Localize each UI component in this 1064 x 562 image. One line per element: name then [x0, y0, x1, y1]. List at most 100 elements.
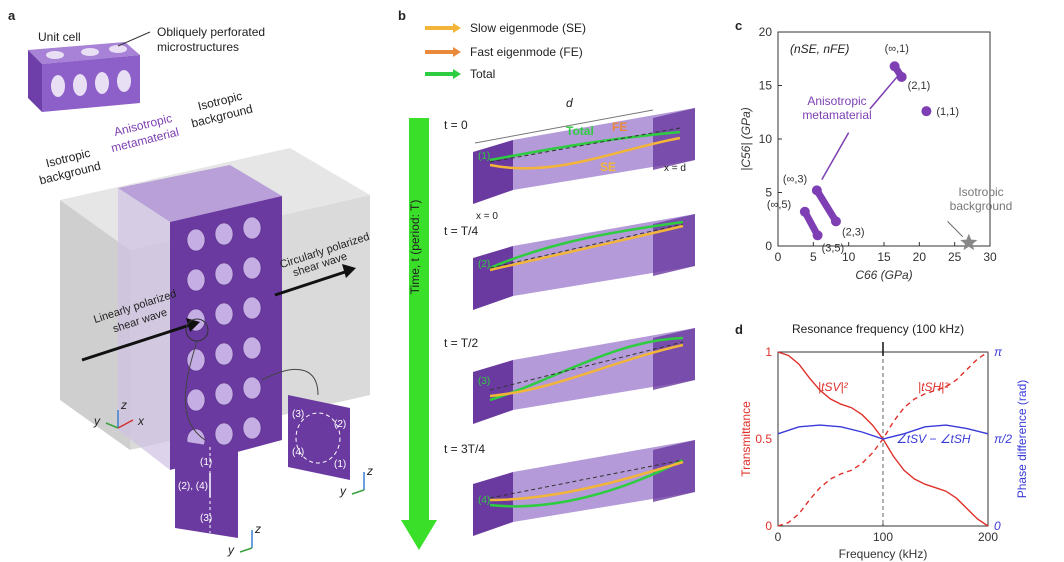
inset-right-p4: (4) — [292, 447, 305, 458]
data-point-5 — [799, 206, 810, 217]
x0-label: x = 0 — [476, 211, 498, 222]
marker-label-2: (2) — [478, 259, 491, 270]
chart-c-iso-1: Isotropic — [958, 185, 1004, 199]
xd-label: x = d — [664, 163, 686, 174]
d-y2-tick-label-0: π — [994, 345, 1003, 359]
series-line-2 — [777, 424, 989, 440]
chart-d-ylabel-right: Phase difference (rad) — [1015, 380, 1029, 499]
d-label: d — [566, 96, 573, 110]
background-star — [960, 233, 978, 251]
data-point-label-5: (∞,5) — [767, 199, 791, 211]
d-x-tick-label-1: 100 — [873, 530, 893, 544]
data-point-6 — [812, 230, 823, 241]
chart-c-xlabel: C66 (GPa) — [855, 268, 912, 282]
d-y2-tick-label-1: π/2 — [994, 432, 1012, 446]
perforated-label-2: microstructures — [157, 40, 240, 54]
inset-left-p3: (3) — [200, 513, 213, 524]
panel-a-letter: a — [8, 8, 16, 23]
d-dimension-line — [474, 109, 654, 144]
y-tick-label-0: 0 — [765, 239, 772, 253]
y-tick-label-2: 10 — [759, 132, 773, 146]
chart-c-ylabel: |C56| (GPa) — [739, 107, 753, 171]
panel-b-illustration — [401, 23, 695, 550]
legend-label-fe: Fast eigenmode (FE) — [470, 45, 583, 59]
axis-triad-inset-right — [351, 472, 365, 495]
metamaterial-block — [118, 165, 282, 470]
bar-t-half — [473, 328, 695, 424]
data-point-1 — [896, 71, 907, 82]
data-point-label-0: (∞,1) — [885, 43, 909, 55]
legend-label-se: Slow eigenmode (SE) — [470, 21, 587, 35]
time-label-1: t = T/4 — [444, 224, 479, 238]
inset-left-p1: (1) — [200, 457, 213, 468]
inset-right-p1: (1) — [334, 459, 347, 470]
panel-c-letter: c — [735, 18, 743, 33]
panel-a-illustration — [28, 31, 370, 553]
axis-label-z: z — [121, 398, 127, 412]
se-label: SE — [600, 160, 617, 174]
aniso-pointer-upper — [869, 75, 899, 110]
legend-swatch-total — [425, 69, 461, 79]
legend-swatch-se — [425, 23, 461, 33]
fe-label: FE — [612, 120, 628, 134]
axis-label-x: x — [138, 414, 144, 428]
x-tick-label-2: 10 — [842, 250, 856, 264]
total-label: Total — [566, 124, 594, 138]
x-tick-label-6: 30 — [983, 250, 997, 264]
data-point-label-2: (1,1) — [936, 106, 959, 118]
x-tick-label-5: 25 — [948, 250, 962, 264]
d-y-tick-label-0: 0 — [765, 519, 772, 533]
legend-label-total: Total — [470, 67, 496, 81]
marker-label-4: (4) — [478, 495, 491, 506]
data-point-label-3: (∞,3) — [783, 173, 807, 185]
bar-t-quarter — [473, 214, 695, 310]
x-tick-label-4: 20 — [913, 250, 927, 264]
inset-circular-polarization — [288, 395, 350, 480]
d-y2-tick-label-2: 0 — [994, 519, 1001, 533]
tsh-label: |tSH|² — [918, 380, 949, 394]
y-tick-label-1: 5 — [765, 186, 772, 200]
legend-swatch-fe — [425, 47, 461, 57]
unit-cell-label: Unit cell — [38, 30, 81, 44]
inset-right-axis-y: y — [340, 484, 346, 498]
inset-right-axis-z: z — [367, 464, 373, 478]
inset-left-axis-y: y — [228, 543, 234, 557]
inset-right-p2: (2) — [334, 419, 347, 430]
time-arrow-shaft — [409, 118, 429, 523]
marker-label-1: (1) — [478, 151, 491, 162]
d-x-tick-label-0: 0 — [775, 530, 782, 544]
chart-d-ylabel: Transmittance — [739, 401, 753, 477]
y-tick-label-3: 15 — [759, 79, 773, 93]
chart-c-legend-text: (nSE, nFE) — [790, 42, 850, 56]
iso-pointer — [947, 221, 964, 238]
data-point-label-1: (2,1) — [908, 80, 931, 92]
time-arrow-head — [401, 520, 437, 550]
panel-d-letter: d — [735, 322, 743, 337]
resonance-label: Resonance frequency (100 kHz) — [792, 322, 965, 336]
axis-label-y: y — [94, 414, 100, 428]
inset-linear-polarization — [175, 440, 238, 538]
axis-triad-main — [105, 410, 134, 429]
d-y-tick-label-2: 1 — [765, 345, 772, 359]
marker-label-3: (3) — [478, 376, 491, 387]
inset-right-p3: (3) — [292, 409, 305, 420]
x-tick-label-1: 5 — [810, 250, 817, 264]
axis-triad-inset-left — [239, 530, 253, 553]
tsv-label: |tSV|² — [818, 380, 848, 394]
time-axis-label: Time, t (period: T) — [408, 199, 422, 295]
inset-left-p24: (2), (4) — [178, 481, 208, 492]
bar-t-3quarter — [473, 440, 695, 536]
d-x-tick-label-2: 200 — [978, 530, 998, 544]
chart-c-aniso-2: metamaterial — [802, 108, 872, 122]
data-point-label-4: (2,3) — [842, 226, 865, 238]
y-tick-label-4: 20 — [759, 25, 773, 39]
data-point-4 — [830, 216, 841, 227]
pair-connector-1 — [813, 186, 840, 225]
panel-b-letter: b — [398, 8, 406, 23]
perforated-label-1: Obliquely perforated — [157, 25, 266, 39]
data-point-3 — [811, 185, 822, 196]
time-label-0: t = 0 — [444, 118, 468, 132]
x-tick-label-3: 15 — [877, 250, 891, 264]
aniso-pointer-lower — [821, 132, 850, 181]
